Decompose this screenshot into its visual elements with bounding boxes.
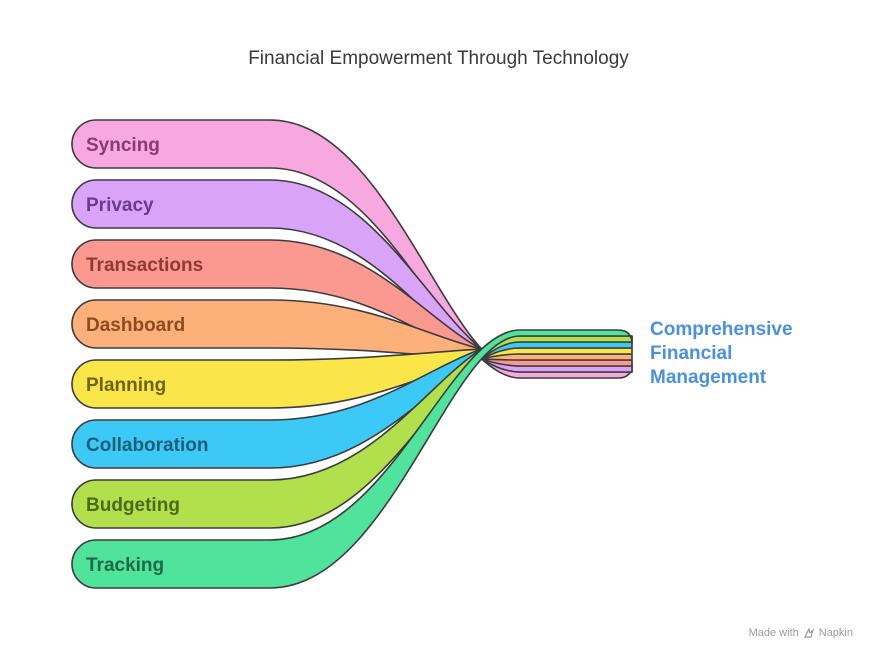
tracking-flow-band <box>71 329 633 589</box>
source-label-planning: Planning <box>86 375 166 396</box>
footer-credit: Made with Napkin <box>749 627 853 639</box>
syncing-flow-band <box>71 119 633 379</box>
diagram-title: Financial Empowerment Through Technology <box>248 48 629 69</box>
target-label: Comprehensive Financial Management <box>650 318 870 390</box>
flow-bands <box>71 119 633 589</box>
flow-labels: SyncingPrivacyTransactionsDashboardPlann… <box>86 135 208 576</box>
source-label-budgeting: Budgeting <box>86 495 180 516</box>
footer-brand: Napkin <box>818 627 853 639</box>
source-label-transactions: Transactions <box>86 255 203 276</box>
source-label-tracking: Tracking <box>86 555 164 576</box>
target-line-2: Financial <box>650 343 733 364</box>
source-label-collaboration: Collaboration <box>86 435 208 456</box>
napkin-logo-icon <box>803 627 814 638</box>
target-line-1: Comprehensive <box>650 319 793 340</box>
footer-prefix: Made with <box>748 627 799 639</box>
source-label-dashboard: Dashboard <box>86 315 185 336</box>
target-line-3: Management <box>650 367 767 388</box>
source-label-syncing: Syncing <box>86 135 160 156</box>
source-label-privacy: Privacy <box>86 195 154 216</box>
